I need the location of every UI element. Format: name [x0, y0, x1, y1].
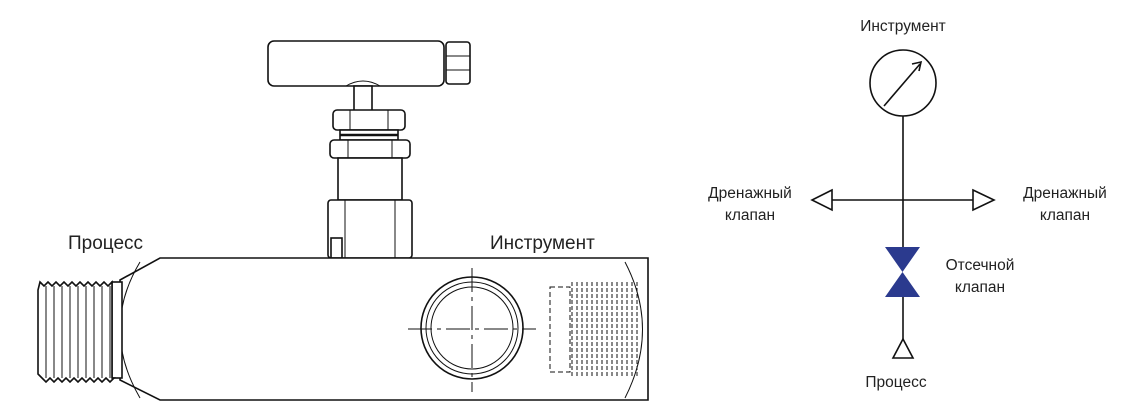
process-triangle-icon	[891, 337, 915, 359]
drain-left-label: Дренажный	[708, 185, 792, 202]
label-instrument: Инструмент	[490, 233, 595, 254]
shutoff-label: клапан	[955, 279, 1005, 296]
instrument-port	[408, 268, 638, 392]
schematic: Инструмент Дренажный клапан Дренажный кл…	[708, 18, 1107, 391]
shutoff-valve-icon	[885, 247, 920, 297]
drain-right-triangle-icon	[972, 188, 996, 212]
schematic-process-label: Процесс	[865, 374, 926, 391]
gauge-icon	[869, 49, 937, 117]
t-handle	[267, 40, 471, 113]
label-process: Процесс	[68, 233, 143, 254]
shutoff-label: Отсечной	[946, 257, 1015, 274]
valve-body	[111, 257, 649, 401]
drain-right-label: клапан	[1040, 207, 1090, 224]
drain-right-label: Дренажный	[1023, 185, 1107, 202]
process-thread	[37, 280, 116, 384]
bonnet	[327, 109, 413, 259]
schematic-instrument-label: Инструмент	[860, 18, 946, 35]
drain-left-triangle-icon	[810, 188, 833, 212]
drain-left-label: клапан	[725, 207, 775, 224]
